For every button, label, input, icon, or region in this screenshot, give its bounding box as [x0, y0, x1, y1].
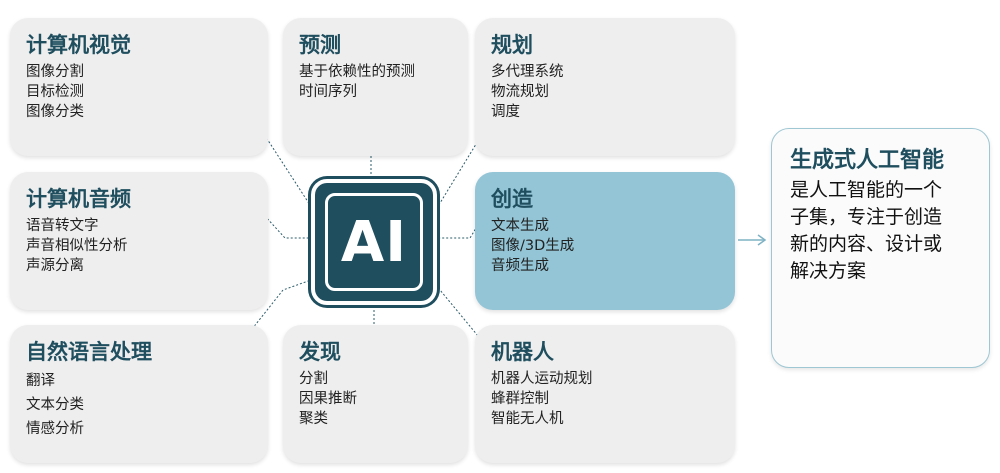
- wire-vision: [259, 127, 311, 206]
- category-discovery: 发现 分割 因果推断 聚类: [283, 325, 468, 463]
- category-item: 因果推断: [299, 391, 357, 407]
- summary-desc-line: 子集，专注于创造: [790, 206, 943, 228]
- category-title: 规划: [491, 33, 533, 57]
- category-item: 目标检测: [26, 84, 84, 100]
- category-item: 物流规划: [491, 84, 549, 100]
- category-item: 基于依赖性的预测: [299, 64, 415, 80]
- category-title: 发现: [299, 340, 341, 364]
- category-item: 声源分离: [26, 258, 84, 274]
- category-item: 图像/3D生成: [491, 238, 575, 254]
- category-item: 智能无人机: [491, 411, 564, 427]
- generative-ai-summary: 生成式人工智能 是人工智能的一个 子集，专注于创造 新的内容、设计或 解决方案: [771, 128, 990, 368]
- category-item: 分割: [299, 371, 328, 387]
- summary-title: 生成式人工智能: [790, 148, 945, 173]
- wire-creation: [437, 201, 493, 239]
- category-item: 时间序列: [299, 84, 357, 100]
- category-item: 音频生成: [491, 258, 549, 274]
- category-prediction: 预测 基于依赖性的预测 时间序列: [283, 18, 468, 156]
- category-item: 蜂群控制: [491, 391, 549, 407]
- summary-desc-line: 新的内容、设计或: [790, 233, 943, 255]
- category-item: 图像分割: [26, 64, 84, 80]
- category-title: 计算机视觉: [26, 33, 131, 57]
- category-item: 声音相似性分析: [26, 238, 128, 254]
- category-item: 调度: [491, 104, 520, 120]
- category-item: 语音转文字: [26, 218, 99, 234]
- category-title: 计算机音频: [26, 187, 131, 211]
- category-item: 文本生成: [491, 218, 549, 234]
- category-item: 多代理系统: [491, 64, 564, 80]
- category-item: 聚类: [299, 411, 328, 427]
- category-item: 翻译: [26, 373, 55, 389]
- summary-desc-line: 是人工智能的一个: [790, 179, 943, 201]
- category-title: 创造: [491, 187, 533, 211]
- category-title: 预测: [299, 33, 341, 57]
- ai-chip-label: AI: [325, 193, 423, 291]
- category-item: 机器人运动规划: [491, 371, 593, 387]
- ai-chip-icon: AI: [311, 179, 437, 305]
- category-computer-vision: 计算机视觉 图像分割 目标检测 图像分类: [10, 18, 268, 156]
- category-creation: 创造 文本生成 图像/3D生成 音频生成: [475, 172, 735, 310]
- category-title: 机器人: [491, 340, 554, 364]
- category-planning: 规划 多代理系统 物流规划 调度: [475, 18, 735, 156]
- category-nlp: 自然语言处理 翻译 文本分类 情感分析: [10, 325, 268, 463]
- arrow-to-summary: [738, 234, 767, 246]
- category-title: 自然语言处理: [26, 340, 152, 364]
- category-item: 图像分类: [26, 104, 84, 120]
- category-item: 文本分类: [26, 397, 84, 413]
- summary-desc: 是人工智能的一个 子集，专注于创造 新的内容、设计或 解决方案: [790, 177, 971, 285]
- category-computer-audio: 计算机音频 语音转文字 声音相似性分析 声源分离: [10, 172, 268, 310]
- summary-desc-line: 解决方案: [790, 260, 867, 282]
- category-robotics: 机器人 机器人运动规划 蜂群控制 智能无人机: [475, 325, 735, 463]
- category-item: 情感分析: [26, 421, 84, 437]
